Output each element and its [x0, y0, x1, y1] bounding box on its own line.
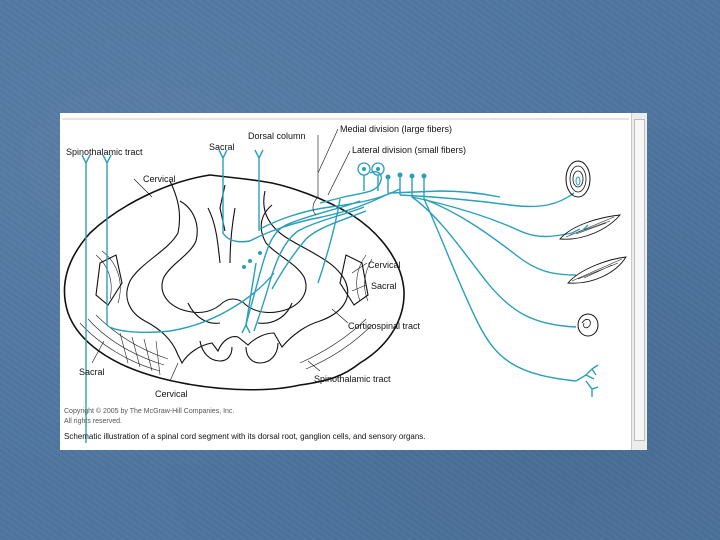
copyright-line-2: All rights reserved. — [64, 418, 122, 425]
figure-caption: Schematic illustration of a spinal cord … — [64, 432, 426, 441]
label-sacral-right: Sacral — [371, 281, 397, 291]
free-nerve-endings — [576, 365, 598, 397]
meissner-corpuscle — [578, 314, 598, 336]
pacinian-corpuscle — [566, 161, 590, 197]
figure-panel: Spinothalamic tract Sacral Dorsal column… — [60, 113, 647, 450]
nerve-fibers — [82, 150, 576, 443]
scrollbar-thumb[interactable] — [634, 119, 645, 441]
label-spinothalamic-tract-bottom: Spinothalamic tract — [314, 374, 391, 384]
label-sacral-top: Sacral — [209, 142, 235, 152]
label-lateral-division: Lateral division (small fibers) — [352, 145, 466, 155]
spinal-cord-cross-section — [64, 175, 404, 390]
label-corticospinal-tract: Corticospinal tract — [348, 321, 421, 331]
label-sacral-bottom: Sacral — [79, 367, 105, 377]
label-cervical-bottom: Cervical — [155, 389, 188, 399]
label-spinothalamic-tract-top: Spinothalamic tract — [66, 147, 143, 157]
vertical-scrollbar[interactable] — [631, 113, 647, 450]
muscle-spindle — [560, 215, 620, 239]
label-medial-division: Medial division (large fibers) — [340, 124, 452, 134]
label-cervical-top: Cervical — [143, 174, 176, 184]
label-cervical-right: Cervical — [368, 260, 401, 270]
golgi-tendon-organ — [568, 257, 626, 283]
copyright-line-1: Copyright © 2005 by The McGraw-Hill Comp… — [64, 407, 234, 415]
spinal-cord-diagram: Spinothalamic tract Sacral Dorsal column… — [60, 113, 631, 450]
label-dorsal-column: Dorsal column — [248, 131, 306, 141]
